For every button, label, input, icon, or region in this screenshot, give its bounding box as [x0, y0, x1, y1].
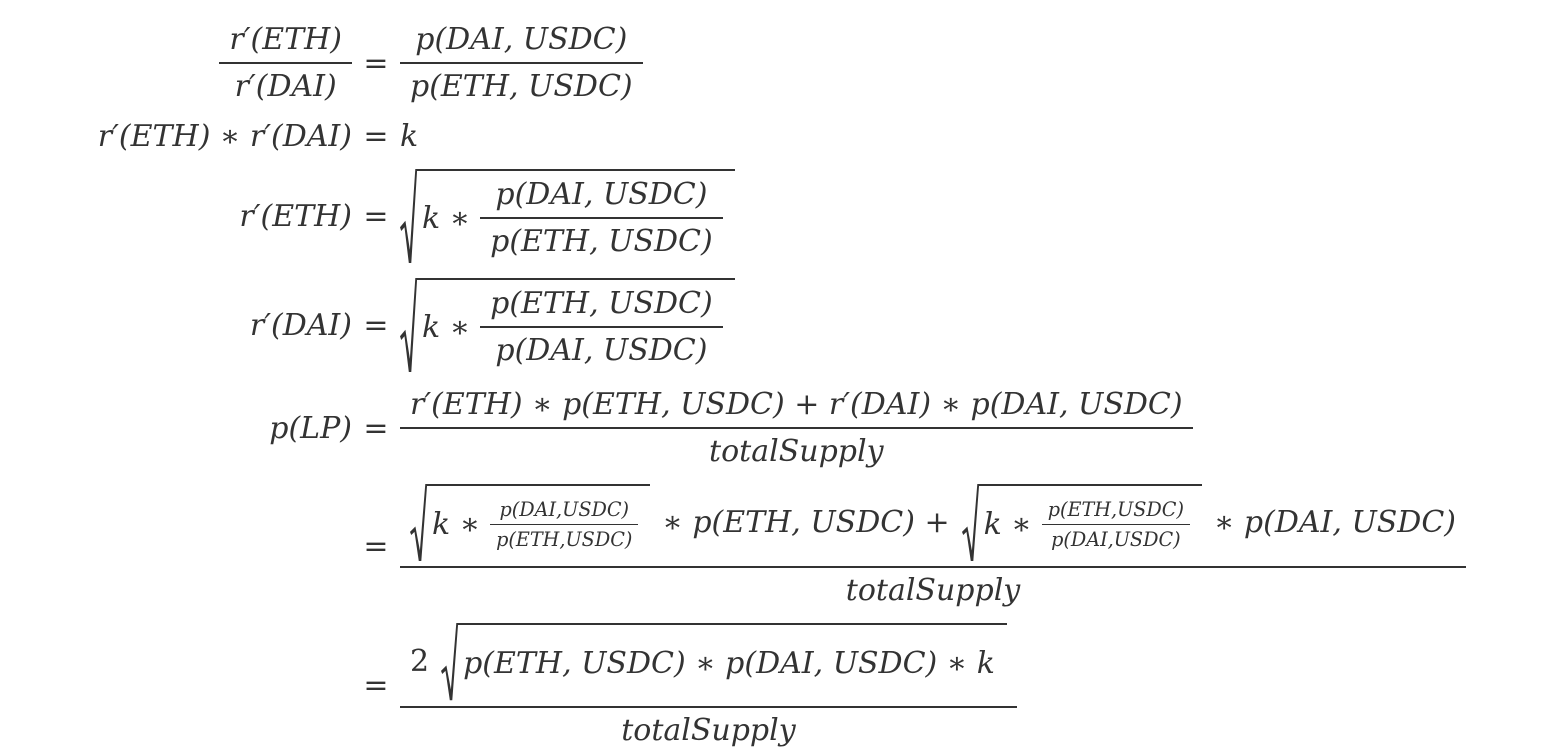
math-token: k ∗ [422, 309, 471, 345]
fraction-numerator: r′(ETH) ∗ p(ETH, USDC) + r′(DAI) ∗ p(DAI… [410, 387, 1183, 422]
fraction-denominator: p(ETH, USDC) [480, 217, 723, 259]
fraction-denominator: p(ETH,USDC) [490, 524, 639, 551]
fraction-denominator: p(DAI,USDC) [1041, 524, 1190, 551]
radical-sign-icon [400, 169, 417, 263]
fraction-numerator: 2 p(ETH, USDC) ∗ p(DAI, USDC) ∗ k [400, 623, 1017, 705]
math-token: p(LP) [269, 410, 352, 446]
fraction-denominator: totalSupply [400, 427, 1193, 469]
coefficient: 2 [410, 644, 430, 680]
math-token: r′(DAI) [249, 307, 352, 343]
fraction-denominator: p(DAI, USDC) [480, 326, 723, 368]
radical-sign-icon [410, 484, 427, 562]
eq5-rhs: r′(ETH) ∗ p(ETH, USDC) + r′(DAI) ∗ p(DAI… [400, 387, 1193, 469]
fraction-numerator: k ∗ p(DAI,USDC) p(ETH,USDC) ∗ p(ETH, USD… [400, 484, 1466, 566]
equals-sign: = [363, 119, 389, 154]
square-root: k ∗ p(DAI,USDC) p(ETH,USDC) [410, 484, 651, 562]
eq3-lhs: r′(ETH) [239, 199, 352, 234]
radicand: k ∗ p(ETH,USDC) p(DAI,USDC) [978, 484, 1202, 561]
eq2-lhs: r′(ETH) ∗ r′(DAI) [98, 119, 352, 154]
radicand: p(ETH, USDC) ∗ p(DAI, USDC) ∗ k [458, 623, 1007, 700]
fraction-denominator: totalSupply [400, 705, 1017, 748]
eq4-rhs: k ∗ p(ETH, USDC) p(DAI, USDC) [400, 278, 735, 372]
math-token: r′(ETH) ∗ r′(DAI) [97, 119, 352, 154]
eq6-rhs: k ∗ p(DAI,USDC) p(ETH,USDC) ∗ p(ETH, USD… [400, 484, 1467, 608]
math-token: k ∗ [422, 200, 471, 236]
equals-sign: = [363, 528, 389, 564]
eq4-lhs: r′(DAI) [250, 308, 352, 343]
square-root: k ∗ p(ETH,USDC) p(DAI,USDC) [961, 484, 1202, 562]
math-token: k ∗ [983, 507, 1032, 543]
math-token: ∗ p(DAI, USDC) [1213, 505, 1457, 541]
equals-sign: = [363, 410, 389, 446]
radical-sign-icon [441, 623, 459, 701]
fraction-numerator: p(DAI,USDC) [499, 498, 630, 522]
math-token: k [400, 119, 419, 154]
fraction: p(DAI,USDC) p(ETH,USDC) [490, 498, 639, 551]
equals-sign: = [363, 198, 389, 234]
eq7-rhs: 2 p(ETH, USDC) ∗ p(DAI, USDC) ∗ k totalS… [400, 623, 1017, 748]
equals-sign: = [363, 45, 389, 81]
math-token: r′(ETH) [239, 198, 352, 234]
radical-sign-icon [400, 278, 417, 372]
fraction: r′(ETH) r′(DAI) [219, 22, 352, 104]
square-root: k ∗ p(ETH, USDC) p(DAI, USDC) [400, 278, 735, 372]
radicand: k ∗ p(DAI,USDC) p(ETH,USDC) [427, 484, 651, 561]
fraction-denominator: r′(DAI) [219, 62, 352, 104]
fraction: p(DAI, USDC) p(ETH, USDC) [400, 22, 643, 104]
fraction-numerator: p(DAI, USDC) [415, 22, 628, 57]
fraction: p(ETH,USDC) p(DAI,USDC) [1041, 498, 1190, 551]
eq2-rhs: k [400, 119, 418, 154]
fraction-numerator: p(ETH,USDC) [1047, 498, 1184, 522]
fraction-numerator: r′(ETH) [229, 22, 342, 57]
math-token: k ∗ [432, 507, 481, 543]
eq1-rhs: p(DAI, USDC) p(ETH, USDC) [400, 22, 643, 104]
radicand: k ∗ p(DAI, USDC) p(ETH, USDC) [417, 169, 735, 263]
radicand: k ∗ p(ETH, USDC) p(DAI, USDC) [417, 278, 735, 372]
fraction: 2 p(ETH, USDC) ∗ p(DAI, USDC) ∗ k totalS… [400, 623, 1017, 748]
fraction-numerator: p(DAI, USDC) [495, 177, 708, 212]
fraction-denominator: p(ETH, USDC) [400, 62, 643, 104]
fraction-numerator: p(ETH, USDC) [490, 286, 713, 321]
equals-sign: = [363, 307, 389, 343]
eq3-rhs: k ∗ p(DAI, USDC) p(ETH, USDC) [400, 169, 735, 263]
eq1-lhs: r′(ETH) r′(DAI) [219, 22, 352, 104]
square-root: k ∗ p(DAI, USDC) p(ETH, USDC) [400, 169, 735, 263]
eq5-lhs: p(LP) [269, 411, 352, 446]
aligned-equations: r′(ETH) r′(DAI) = p(DAI, USDC) p(ETH, US… [0, 22, 1546, 748]
fraction: p(ETH, USDC) p(DAI, USDC) [480, 286, 723, 368]
math-token: ∗ p(ETH, USDC) + [662, 505, 950, 541]
math-token: p(ETH, USDC) ∗ p(DAI, USDC) ∗ k [463, 646, 995, 682]
fraction: p(DAI, USDC) p(ETH, USDC) [480, 177, 723, 259]
radical-sign-icon [961, 484, 979, 562]
fraction: k ∗ p(DAI,USDC) p(ETH,USDC) ∗ p(ETH, USD… [400, 484, 1467, 608]
equals-sign: = [363, 667, 389, 703]
fraction-denominator: totalSupply [400, 566, 1467, 608]
square-root: p(ETH, USDC) ∗ p(DAI, USDC) ∗ k [441, 623, 1007, 701]
fraction: r′(ETH) ∗ p(ETH, USDC) + r′(DAI) ∗ p(DAI… [400, 387, 1193, 469]
